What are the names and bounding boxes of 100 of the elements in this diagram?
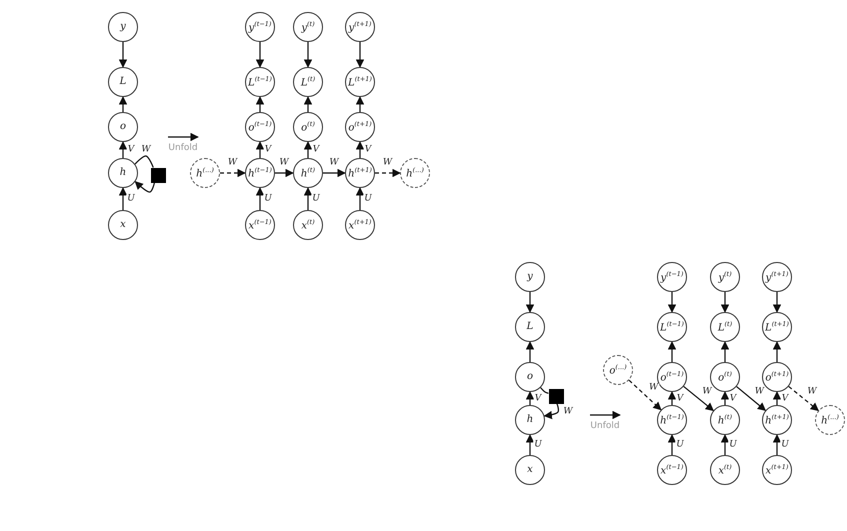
variable-label: y [527, 272, 533, 282]
variable-circle [657, 262, 687, 292]
variable-label: L$^{(t)}$ [300, 76, 316, 88]
edge-label: V [364, 146, 372, 154]
arrow [118, 141, 128, 158]
delay-square [150, 168, 166, 182]
variable-circle [245, 12, 275, 42]
arrow [304, 141, 312, 158]
unfold-label: Unfold [590, 421, 620, 431]
variable-label: L [526, 322, 534, 332]
arrow [356, 187, 364, 210]
variable-label: o$^{(t−1)}$ [660, 370, 684, 384]
arrow [628, 380, 662, 410]
variable-circle [762, 405, 792, 435]
variable-circle [710, 455, 740, 485]
variable-circle [293, 210, 323, 240]
edge-label: U [263, 194, 273, 204]
arrow [118, 96, 128, 112]
variable-label: y$^{(t)}$ [301, 20, 315, 34]
variable-label: y$^{(t)}$ [718, 270, 732, 284]
variable-label: h [120, 168, 126, 178]
arrow [668, 391, 676, 405]
arrow [304, 42, 312, 68]
variable-circle [710, 262, 740, 292]
variable-circle [657, 455, 687, 485]
connector-line [540, 387, 549, 394]
edge-label: W [562, 408, 574, 416]
variable-label: x$^{(t−1)}$ [660, 464, 684, 476]
variable-label: o [120, 122, 126, 132]
variable-label: o$^{(t−1)}$ [248, 120, 272, 134]
variable-circle [245, 210, 275, 240]
arrow [526, 434, 534, 455]
variable-label: h$^{(...)}$ [406, 166, 424, 180]
variable-label: o [526, 372, 534, 382]
arrow [788, 386, 819, 412]
edge-label: U [311, 194, 321, 204]
arrow [118, 42, 128, 68]
variable-circle [710, 312, 740, 342]
arrow [356, 42, 364, 68]
arrow [118, 187, 128, 210]
variable-circle [245, 158, 275, 188]
variable-label: y$^{(t−1)}$ [660, 270, 684, 284]
arrow [304, 187, 312, 210]
arrow [375, 168, 401, 178]
variable-label: x$^{(t+1)}$ [348, 218, 372, 232]
variable-circle [293, 67, 323, 97]
variable-label: x$^{(t)}$ [301, 218, 315, 232]
variable-circle [762, 312, 792, 342]
edge-label: W [806, 387, 818, 396]
variable-circle [345, 210, 375, 240]
arrow [683, 386, 714, 412]
edge-label: U [363, 194, 373, 204]
variable-circle [657, 405, 687, 435]
variable-circle [293, 158, 323, 188]
arrow [526, 391, 534, 405]
variable-label: h$^{(t+1)}$ [765, 414, 789, 426]
variable-label: h$^{(...)}$ [821, 414, 839, 426]
variable-circle [345, 158, 375, 188]
variable-circle [345, 12, 375, 42]
arrow [720, 434, 730, 455]
edge-label: U [728, 440, 738, 450]
variable-circle [515, 405, 545, 435]
arrow [356, 141, 364, 158]
variable-label: L$^{(t+1)}$ [348, 76, 372, 88]
edge-label: V [728, 394, 738, 403]
variable-circle [657, 312, 687, 342]
arrow [720, 341, 730, 362]
variable-label: x [120, 220, 126, 230]
variable-label: h$^{(t)}$ [300, 166, 316, 180]
edge-label: U [533, 440, 543, 450]
arrow [256, 42, 264, 68]
unfold-label: Unfold [168, 143, 198, 153]
arrow [736, 386, 766, 411]
arrow [720, 391, 730, 405]
variable-circle [345, 67, 375, 97]
arrow [256, 187, 264, 210]
arrow [526, 341, 534, 362]
variable-circle [108, 158, 138, 188]
variable-label: h [526, 415, 534, 425]
arrow [772, 391, 782, 405]
arrow [668, 341, 676, 362]
edge-label: W [701, 387, 713, 396]
edge-label: W [278, 158, 290, 168]
edge-label: U [675, 440, 685, 450]
edge-label: V [126, 146, 136, 154]
variable-label: o$^{(t)}$ [718, 370, 732, 384]
arrow [544, 403, 559, 420]
variable-label: h$^{(...)}$ [196, 166, 214, 180]
variable-circle [345, 112, 375, 142]
variable-circle [108, 12, 138, 42]
edge-label: W [754, 387, 766, 396]
edge-label: V [312, 146, 320, 154]
variable-label: y$^{(t−1)}$ [248, 20, 272, 34]
variable-circle [762, 455, 792, 485]
arrow [256, 96, 264, 112]
variable-label: y$^{(t+1)}$ [348, 20, 372, 34]
dashed-state-circle [603, 355, 633, 385]
arrow [772, 434, 782, 455]
variable-label: h$^{(t−1)}$ [660, 414, 684, 426]
variable-circle [710, 405, 740, 435]
